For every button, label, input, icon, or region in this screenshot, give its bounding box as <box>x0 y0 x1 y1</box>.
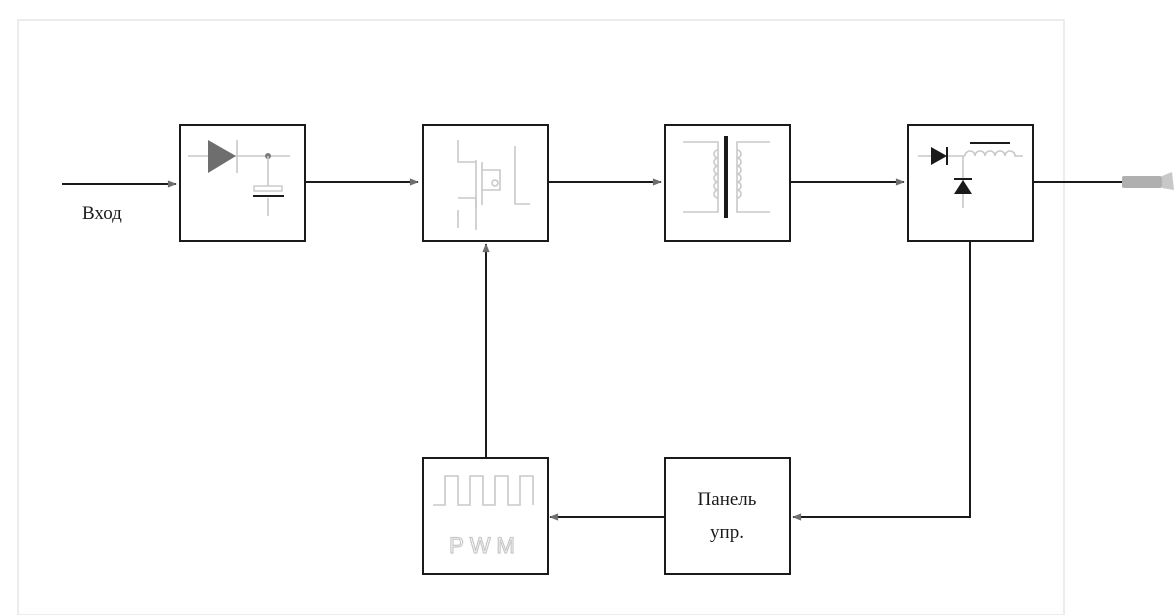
control-panel-label-line1: Панель <box>698 489 757 510</box>
diode-capacitor-icon <box>188 140 290 216</box>
diode-inductor-icon <box>918 142 1023 208</box>
pwm-label: PWM <box>449 533 521 558</box>
plug-icon <box>1122 172 1174 190</box>
mosfet-icon <box>457 140 530 230</box>
diagram-frame <box>17 19 1065 615</box>
transformer-icon <box>683 136 770 218</box>
control-panel-block <box>664 457 791 575</box>
pwm-block <box>422 457 549 575</box>
square-wave-icon <box>433 475 534 506</box>
output-rectifier-block <box>907 124 1034 242</box>
switch-block <box>422 124 549 242</box>
feedback-wire <box>792 241 971 521</box>
rectifier-block <box>179 124 306 242</box>
input-label: Вход <box>82 203 122 224</box>
control-panel-label-line2: упр. <box>710 522 744 543</box>
